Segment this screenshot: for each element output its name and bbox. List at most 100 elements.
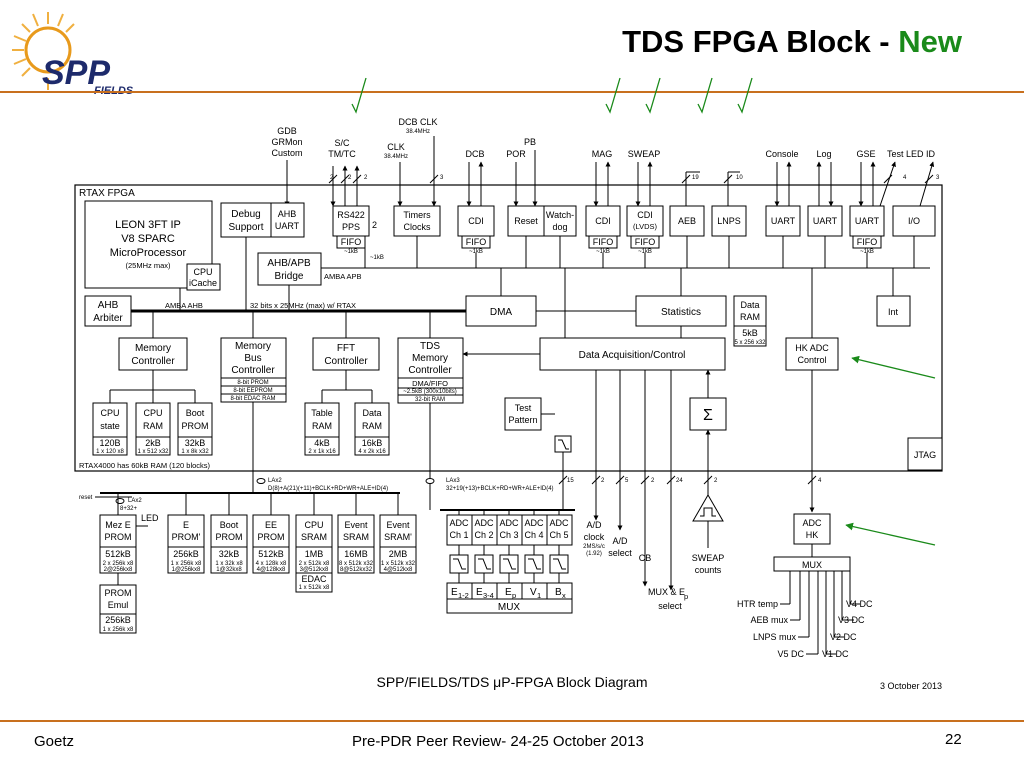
boot-prom2-org: 1@32kx8 bbox=[216, 567, 242, 573]
rtax-fpga-box bbox=[74, 184, 943, 472]
bus-tap-lax3 bbox=[425, 478, 435, 484]
rs422-fifo-size: ~1kB bbox=[344, 249, 358, 255]
bus-lax3-label: LAx3 bbox=[446, 478, 460, 484]
green-arrow-hk-control bbox=[851, 355, 936, 379]
jtag-block bbox=[907, 437, 943, 471]
hk-input-right: V3 DC bbox=[838, 615, 865, 625]
boot-prom-org: 1 x 8k x32 bbox=[181, 449, 209, 455]
mez-size: 512kB bbox=[105, 549, 131, 559]
ee-prom-size-box bbox=[252, 546, 290, 574]
event-sram2-org: 4@512kx8 bbox=[384, 567, 413, 573]
uart-gse-fifo bbox=[852, 235, 882, 249]
adc-filter-links bbox=[458, 510, 560, 583]
adc-channels bbox=[446, 514, 573, 546]
cdi-lvds-line: CDI bbox=[637, 210, 653, 220]
cdi-dcb-fifo-label: FIFO bbox=[466, 237, 487, 247]
bridge-line: Bridge bbox=[275, 271, 304, 282]
ee-prom-org: 4@128kx8 bbox=[257, 567, 286, 573]
cdi-lvds-line: (LVDS) bbox=[633, 222, 658, 231]
apb-drops bbox=[364, 236, 915, 268]
debug-support-line: Debug bbox=[231, 209, 260, 220]
rs422-line: RS422 bbox=[337, 210, 365, 220]
prom-emul-line: Emul bbox=[108, 600, 129, 610]
fft-line: Controller bbox=[324, 356, 368, 367]
eprom-size: 256kB bbox=[173, 549, 199, 559]
mbc-line: Bus bbox=[244, 353, 261, 364]
eprom-line: E bbox=[183, 520, 189, 530]
ad-clock-freq: 2MS/s/c bbox=[583, 544, 605, 550]
ad-select-line: A/D bbox=[612, 536, 628, 546]
sc-label: S/C bbox=[334, 138, 350, 148]
count-label: 3 bbox=[936, 175, 940, 181]
ahb-uart-line: UART bbox=[275, 221, 300, 231]
cpu-ram-line: CPU bbox=[143, 408, 162, 418]
sweap-counts-line: SWEAP bbox=[692, 553, 725, 563]
fft-line: FFT bbox=[337, 343, 355, 354]
test-led-id-label: Test LED ID bbox=[887, 149, 936, 159]
fft-controller-block bbox=[312, 337, 380, 371]
spp-fields-logo: SPP FIELDS bbox=[12, 12, 134, 97]
table-ram-line: RAM bbox=[312, 421, 332, 431]
data-ram2-line: RAM bbox=[362, 421, 382, 431]
mux-input-labels: E 1-2 E 3-4 E p V 1 B x bbox=[451, 587, 566, 600]
data-ram2-block bbox=[354, 402, 390, 438]
cpu-icache-line: CPU bbox=[193, 267, 212, 277]
data-ram2-size-box bbox=[354, 436, 390, 456]
data-acquisition-block bbox=[539, 337, 726, 371]
prom-emul-size-box bbox=[99, 613, 137, 634]
adc-mux-bar bbox=[446, 598, 573, 614]
mbc-row-label: 8-bit EEPROM bbox=[233, 388, 272, 394]
eprom-org: 1 x 256k x8 bbox=[171, 561, 202, 567]
hk-ctl-line: HK ADC bbox=[795, 343, 829, 353]
count-label: 24 bbox=[676, 478, 683, 484]
dma-label: DMA bbox=[490, 307, 513, 318]
event-sram2-size-box bbox=[379, 546, 417, 574]
count-label: 2 bbox=[601, 478, 605, 484]
rs422-fifo-label: FIFO bbox=[341, 237, 362, 247]
adc-ch5 bbox=[546, 514, 573, 546]
cpu-icache-block bbox=[186, 263, 221, 291]
footer-author: Goetz bbox=[34, 733, 75, 750]
sun-icon bbox=[12, 12, 75, 90]
data-acq-label: Data Acquisition/Control bbox=[579, 350, 686, 361]
event-sram-org: 8 x 512k x32 bbox=[339, 561, 374, 567]
rtax-fpga-label: RTAX FPGA bbox=[79, 188, 135, 199]
pulse-icon bbox=[700, 507, 716, 517]
test-pattern-line: Pattern bbox=[508, 415, 537, 425]
cb-label: CB bbox=[639, 553, 652, 563]
uart-label: UART bbox=[855, 216, 880, 226]
cdi-lvds-fifo bbox=[630, 235, 660, 249]
memory-controller-block bbox=[118, 337, 188, 371]
table-ram-size-box bbox=[304, 436, 340, 456]
slide-title: TDS FPGA Block - New bbox=[622, 24, 962, 60]
cpu-state-size: 120B bbox=[99, 438, 120, 448]
mez-org: 2 x 256k x8 bbox=[103, 561, 134, 567]
gdb-label: GDB bbox=[277, 126, 297, 136]
watchdog-line: Watch- bbox=[546, 210, 574, 220]
adc-line: ADC bbox=[474, 518, 494, 528]
dma-block bbox=[465, 295, 537, 327]
hk-input-right: V1 DC bbox=[822, 649, 849, 659]
eprom-block bbox=[167, 514, 205, 548]
tds-line: Memory bbox=[412, 353, 448, 364]
data-ram-size-box bbox=[733, 325, 767, 347]
reset-small-label: reset bbox=[79, 495, 93, 501]
rs422-line: PPS bbox=[342, 222, 360, 232]
int-label: Int bbox=[888, 307, 899, 317]
cpu-state-size-box bbox=[92, 436, 128, 456]
mc-line: Memory bbox=[135, 343, 171, 354]
rs422-count: 2 bbox=[372, 220, 377, 230]
mux-input-sub: p bbox=[512, 591, 516, 600]
memory-labels: Mez E PROM 512kB E PROM' 256kB Boot PROM… bbox=[105, 520, 413, 625]
cpu-sram-line: SRAM bbox=[301, 532, 327, 542]
mbc-row-label: 8-bit EDAC RAM bbox=[230, 396, 275, 402]
cpu-state-line: CPU bbox=[100, 408, 119, 418]
ee-prom-size: 512kB bbox=[258, 549, 284, 559]
uart-label: UART bbox=[813, 216, 838, 226]
title-accent: New bbox=[898, 24, 962, 59]
mux-ep-select-line2: select bbox=[658, 601, 682, 611]
debug-support-line: Support bbox=[228, 222, 263, 233]
external-memories bbox=[99, 514, 417, 634]
hk-input-right: V2 DC bbox=[830, 632, 857, 642]
cpu-sram-size-box bbox=[295, 546, 333, 574]
